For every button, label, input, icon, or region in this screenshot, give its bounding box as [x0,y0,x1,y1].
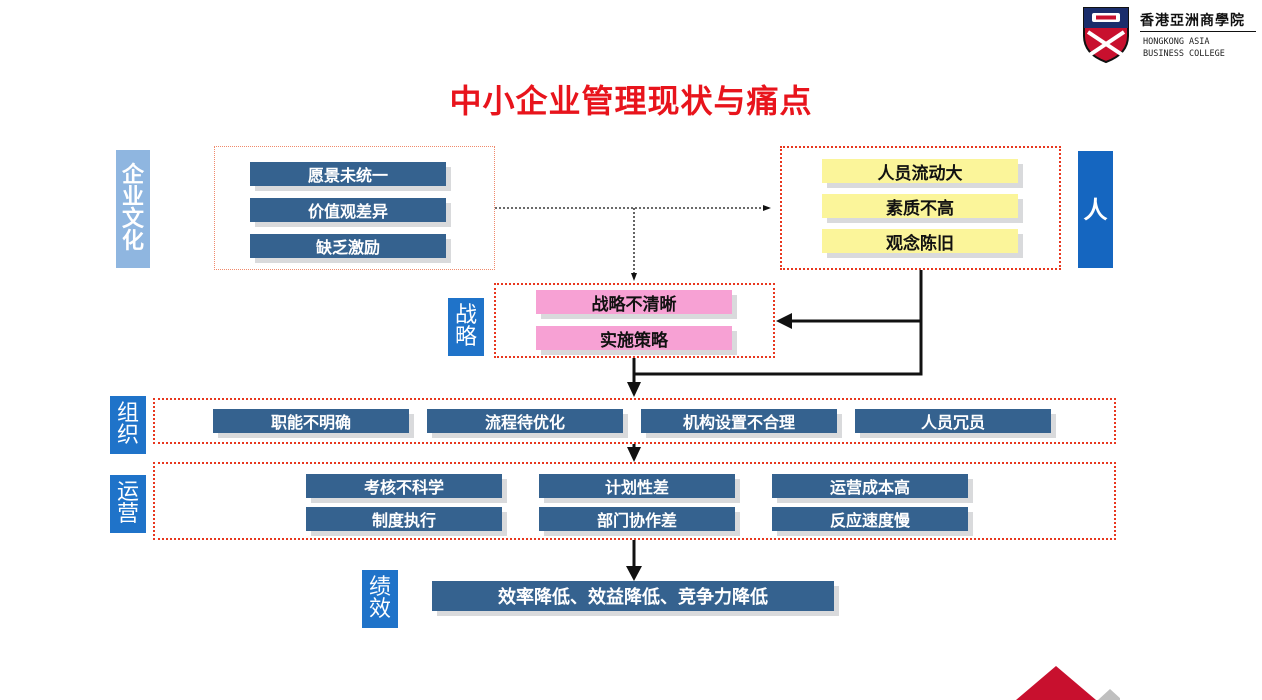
logo-divider [1140,31,1256,32]
logo-english-line-2: BUSINESS COLLEGE [1143,49,1225,59]
organization-label-char: 组 [116,401,139,426]
strategy-label-char: 战 [454,303,477,328]
organization-item: 职能不明确 [213,409,409,433]
operations-to-performance-arrowhead [626,566,642,581]
operations-item: 反应速度慢 [772,507,968,531]
organization-item: 机构设置不合理 [641,409,837,433]
culture-item: 愿景未统一 [250,162,446,186]
operations-item: 考核不科学 [306,474,502,498]
strategy-label-char: 略 [454,325,477,350]
people-item: 观念陈旧 [822,229,1018,254]
people-item: 人员流动大 [822,159,1018,184]
operations-label-char: 营 [116,502,139,527]
performance-label-char: 效 [368,597,391,622]
organization-item: 流程待优化 [427,409,623,433]
organization-box [153,398,1116,444]
operations-item: 运营成本高 [772,474,968,498]
organization-label: 组 织 [110,396,146,454]
culture-label: 企 业 文 化 [116,150,150,268]
people-box [780,146,1061,270]
people-label: 人 [1078,151,1113,268]
logo-chinese-name: 香港亞洲商學院 [1140,13,1245,29]
operations-item: 计划性差 [539,474,735,498]
page-title: 中小企业管理现状与痛点 [449,82,813,120]
strategy-to-organization-arrowhead [627,382,641,397]
logo-english-name: HONGKONG ASIA BUSINESS COLLEGE [1143,36,1225,60]
strategy-box [494,283,775,358]
culture-label-char: 文 [121,207,144,232]
operations-item: 部门协作差 [539,507,735,531]
organization-item: 人员冗员 [855,409,1051,433]
strategy-label: 战 略 [448,298,484,356]
operations-box [153,462,1116,540]
operations-label-char: 运 [116,480,139,505]
culture-label-char: 业 [121,185,144,210]
people-feedback-connector [634,270,923,376]
culture-label-char: 化 [121,229,144,254]
organization-to-operations-arrowhead [627,447,641,462]
college-logo-shield-icon [1083,7,1129,64]
performance-label: 绩 效 [362,570,398,628]
organization-label-char: 织 [116,423,139,448]
logo-english-line-1: HONGKONG ASIA [1143,37,1210,47]
people-item: 素质不高 [822,194,1018,219]
strategy-item: 实施策略 [536,326,732,351]
performance-result: 效率降低、效益降低、竞争力降低 [432,581,834,611]
culture-label-char: 企 [121,163,144,188]
culture-item: 价值观差异 [250,198,446,222]
corner-decoration [1016,666,1120,700]
people-to-strategy-arrowhead [776,313,792,329]
culture-item: 缺乏激励 [250,234,446,258]
culture-box [214,146,495,270]
operations-label: 运 营 [110,475,146,533]
strategy-item: 战略不清晰 [536,290,732,315]
performance-label-char: 绩 [368,575,391,600]
operations-item: 制度执行 [306,507,502,531]
